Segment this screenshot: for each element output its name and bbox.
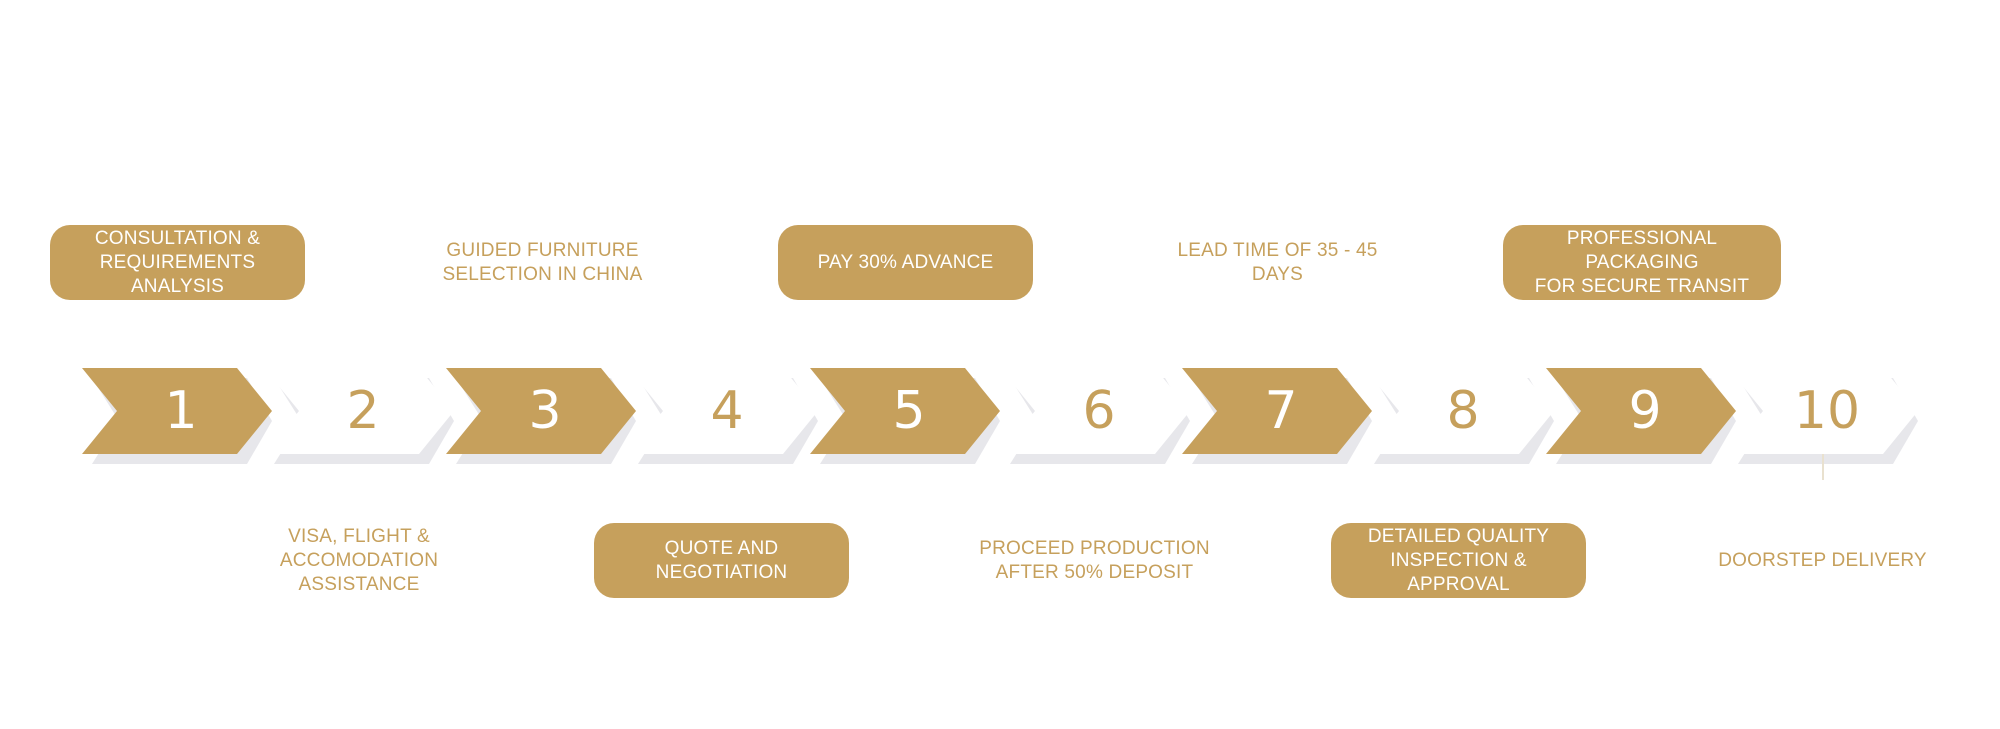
step-10-number: 10 — [1793, 381, 1861, 441]
step-2-label-text: VISA, FLIGHT & ACCOMODATION ASSISTANCE — [279, 525, 439, 595]
step-10-arrow: 10 — [1728, 368, 1918, 464]
step-9-label-text: PROFESSIONAL PACKAGING FOR SECURE TRANSI… — [1534, 227, 1750, 297]
step-8-number: 8 — [1446, 381, 1480, 441]
step-6-label-text: PROCEED PRODUCTION AFTER 50% DEPOSIT — [979, 537, 1210, 583]
step-2-arrow-shape — [264, 368, 454, 464]
step-4-label: QUOTE AND NEGOTIATION — [594, 523, 849, 598]
step-4-arrow: 4 — [628, 368, 818, 464]
step-9-arrow-shape — [1546, 368, 1736, 464]
step-1-number: 1 — [164, 381, 198, 441]
step-7-arrow-shape — [1182, 368, 1372, 464]
step-4-arrow-shape — [628, 368, 818, 464]
step-10-arrow-shape — [1728, 368, 1918, 464]
step-2-label: VISA, FLIGHT & ACCOMODATION ASSISTANCE — [218, 523, 500, 598]
step-7-number: 7 — [1264, 381, 1298, 441]
step-1-arrow-shape — [82, 368, 272, 464]
step-9-number: 9 — [1628, 381, 1662, 441]
step-7-label: LEAD TIME OF 35 - 45 DAYS — [1150, 225, 1405, 300]
step-3-arrow-shape — [446, 368, 636, 464]
step-1-label: CONSULTATION & REQUIREMENTS ANALYSIS — [50, 225, 305, 300]
step-4-label-text: QUOTE AND NEGOTIATION — [655, 537, 788, 583]
step-5-label-text: PAY 30% ADVANCE — [817, 251, 994, 273]
step-6-arrow: 6 — [1000, 368, 1190, 464]
step-5-label: PAY 30% ADVANCE — [778, 225, 1033, 300]
step-5-arrow-shape — [810, 368, 1000, 464]
step-6-number: 6 — [1082, 381, 1116, 441]
step-1-label-text: CONSULTATION & REQUIREMENTS ANALYSIS — [94, 227, 261, 297]
step-4-number: 4 — [710, 381, 744, 441]
step-3-label-text: GUIDED FURNITURE SELECTION IN CHINA — [442, 239, 643, 285]
step-2-arrow: 2 — [264, 368, 454, 464]
step-7-arrow: 7 — [1182, 368, 1372, 464]
step-2-number: 2 — [346, 381, 380, 441]
step-7-label-text: LEAD TIME OF 35 - 45 DAYS — [1177, 239, 1378, 285]
step-8-arrow: 8 — [1364, 368, 1554, 464]
step-10-label: DOORSTEP DELIVERY — [1700, 523, 1945, 598]
step-8-arrow-shape — [1364, 368, 1554, 464]
step-1-arrow: 1 — [82, 368, 272, 464]
step-5-number: 5 — [892, 381, 926, 441]
step-8-label-text: DETAILED QUALITY INSPECTION & APPROVAL — [1367, 525, 1550, 595]
step-10-label-text: DOORSTEP DELIVERY — [1718, 549, 1927, 571]
step-9-arrow: 9 — [1546, 368, 1736, 464]
step-10-connector-line — [1822, 454, 1824, 480]
step-6-label: PROCEED PRODUCTION AFTER 50% DEPOSIT — [967, 523, 1222, 598]
step-3-number: 3 — [528, 381, 562, 441]
step-3-label: GUIDED FURNITURE SELECTION IN CHINA — [415, 225, 670, 300]
step-6-arrow-shape — [1000, 368, 1190, 464]
step-8-label: DETAILED QUALITY INSPECTION & APPROVAL — [1331, 523, 1586, 598]
step-9-label: PROFESSIONAL PACKAGING FOR SECURE TRANSI… — [1503, 225, 1781, 300]
step-5-arrow: 5 — [810, 368, 1000, 464]
step-3-arrow: 3 — [446, 368, 636, 464]
